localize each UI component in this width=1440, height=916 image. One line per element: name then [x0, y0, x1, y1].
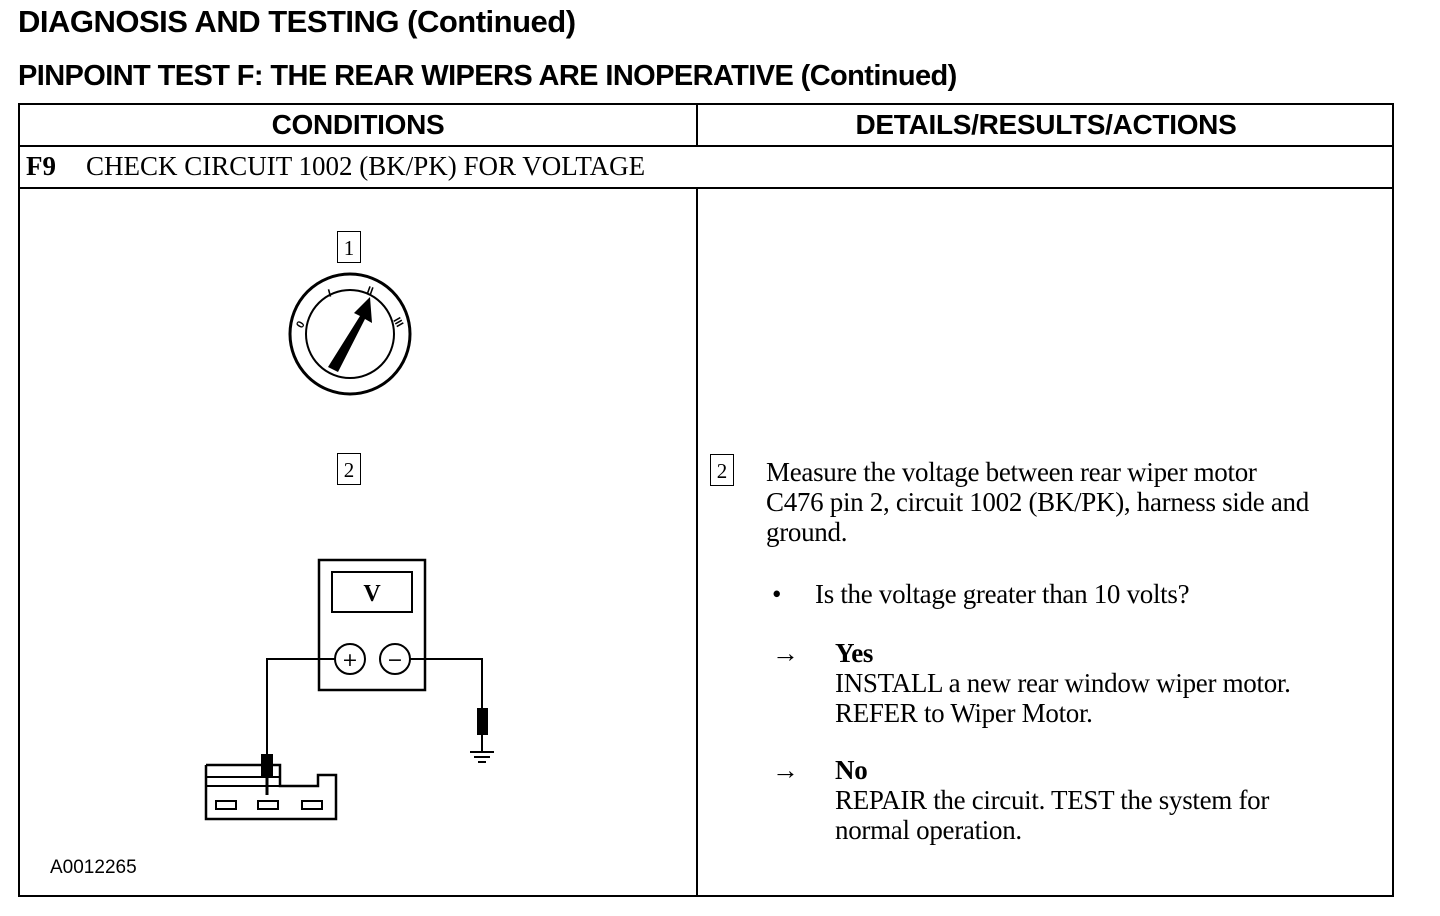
column-divider-top	[696, 105, 698, 145]
instruction-line: Measure the voltage between rear wiper m…	[766, 457, 1257, 487]
no-label: No	[835, 755, 868, 785]
page-subtitle: PINPOINT TEST F: THE REAR WIPERS ARE INO…	[18, 60, 957, 92]
positive-probe-icon	[261, 754, 273, 795]
column-divider-body	[696, 187, 698, 895]
figure-drawing: 0 I II III V + −	[204, 272, 494, 821]
step-heading: F9 CHECK CIRCUIT 1002 (BK/PK) FOR VOLTAGE	[26, 151, 645, 182]
yes-action-line: REFER to Wiper Motor.	[835, 698, 1093, 728]
arrow-yes-icon: →	[772, 638, 799, 668]
arrow-no-icon: →	[772, 755, 799, 785]
instruction-text: Measure the voltage between rear wiper m…	[766, 457, 1309, 547]
no-result: No REPAIR the circuit. TEST the system f…	[835, 755, 1269, 845]
page-title: DIAGNOSIS AND TESTING (Continued)	[18, 4, 576, 39]
ref-box-2: 2	[337, 453, 361, 485]
meter-label: V	[363, 581, 381, 607]
instruction-line: ground.	[766, 517, 848, 547]
switch-label-0: 0	[294, 319, 307, 330]
details-ref-box: 2	[710, 454, 734, 486]
test-leads	[266, 658, 483, 754]
yes-action-line: INSTALL a new rear window wiper motor.	[835, 668, 1291, 698]
column-header-details: DETAILS/RESULTS/ACTIONS	[855, 109, 1237, 140]
instruction-line: C476 pin 2, circuit 1002 (BK/PK), harnes…	[766, 487, 1309, 517]
switch-label-1: I	[327, 288, 333, 300]
pinpoint-test-table: CONDITIONS DETAILS/RESULTS/ACTIONS F9 CHE…	[18, 103, 1394, 897]
step-divider	[20, 187, 1392, 189]
plus-terminal: +	[342, 649, 358, 671]
minus-terminal: −	[387, 649, 403, 671]
figure-id: A0012265	[50, 857, 137, 878]
header-divider	[20, 145, 1392, 147]
no-action-line: REPAIR the circuit. TEST the system for	[835, 785, 1270, 815]
yes-result: Yes INSTALL a new rear window wiper moto…	[835, 638, 1291, 728]
ref-box-1: 1	[337, 231, 361, 263]
column-header-conditions: CONDITIONS	[271, 109, 445, 140]
question-text: Is the voltage greater than 10 volts?	[815, 579, 1190, 609]
connector-icon	[204, 763, 338, 821]
step-title: CHECK CIRCUIT 1002 (BK/PK) FOR VOLTAGE	[86, 151, 646, 181]
step-code: F9	[26, 151, 56, 181]
voltmeter-icon: V + −	[317, 558, 427, 692]
ground-icon	[470, 708, 494, 763]
yes-label: Yes	[835, 638, 874, 668]
conditions-figure: 1 2 0 I II III V + −	[20, 189, 696, 895]
no-action-line: normal operation.	[835, 815, 1022, 845]
switch-label-2: II	[365, 285, 375, 298]
ignition-switch-icon: 0 I II III	[288, 272, 412, 396]
bullet-icon: •	[772, 579, 782, 609]
